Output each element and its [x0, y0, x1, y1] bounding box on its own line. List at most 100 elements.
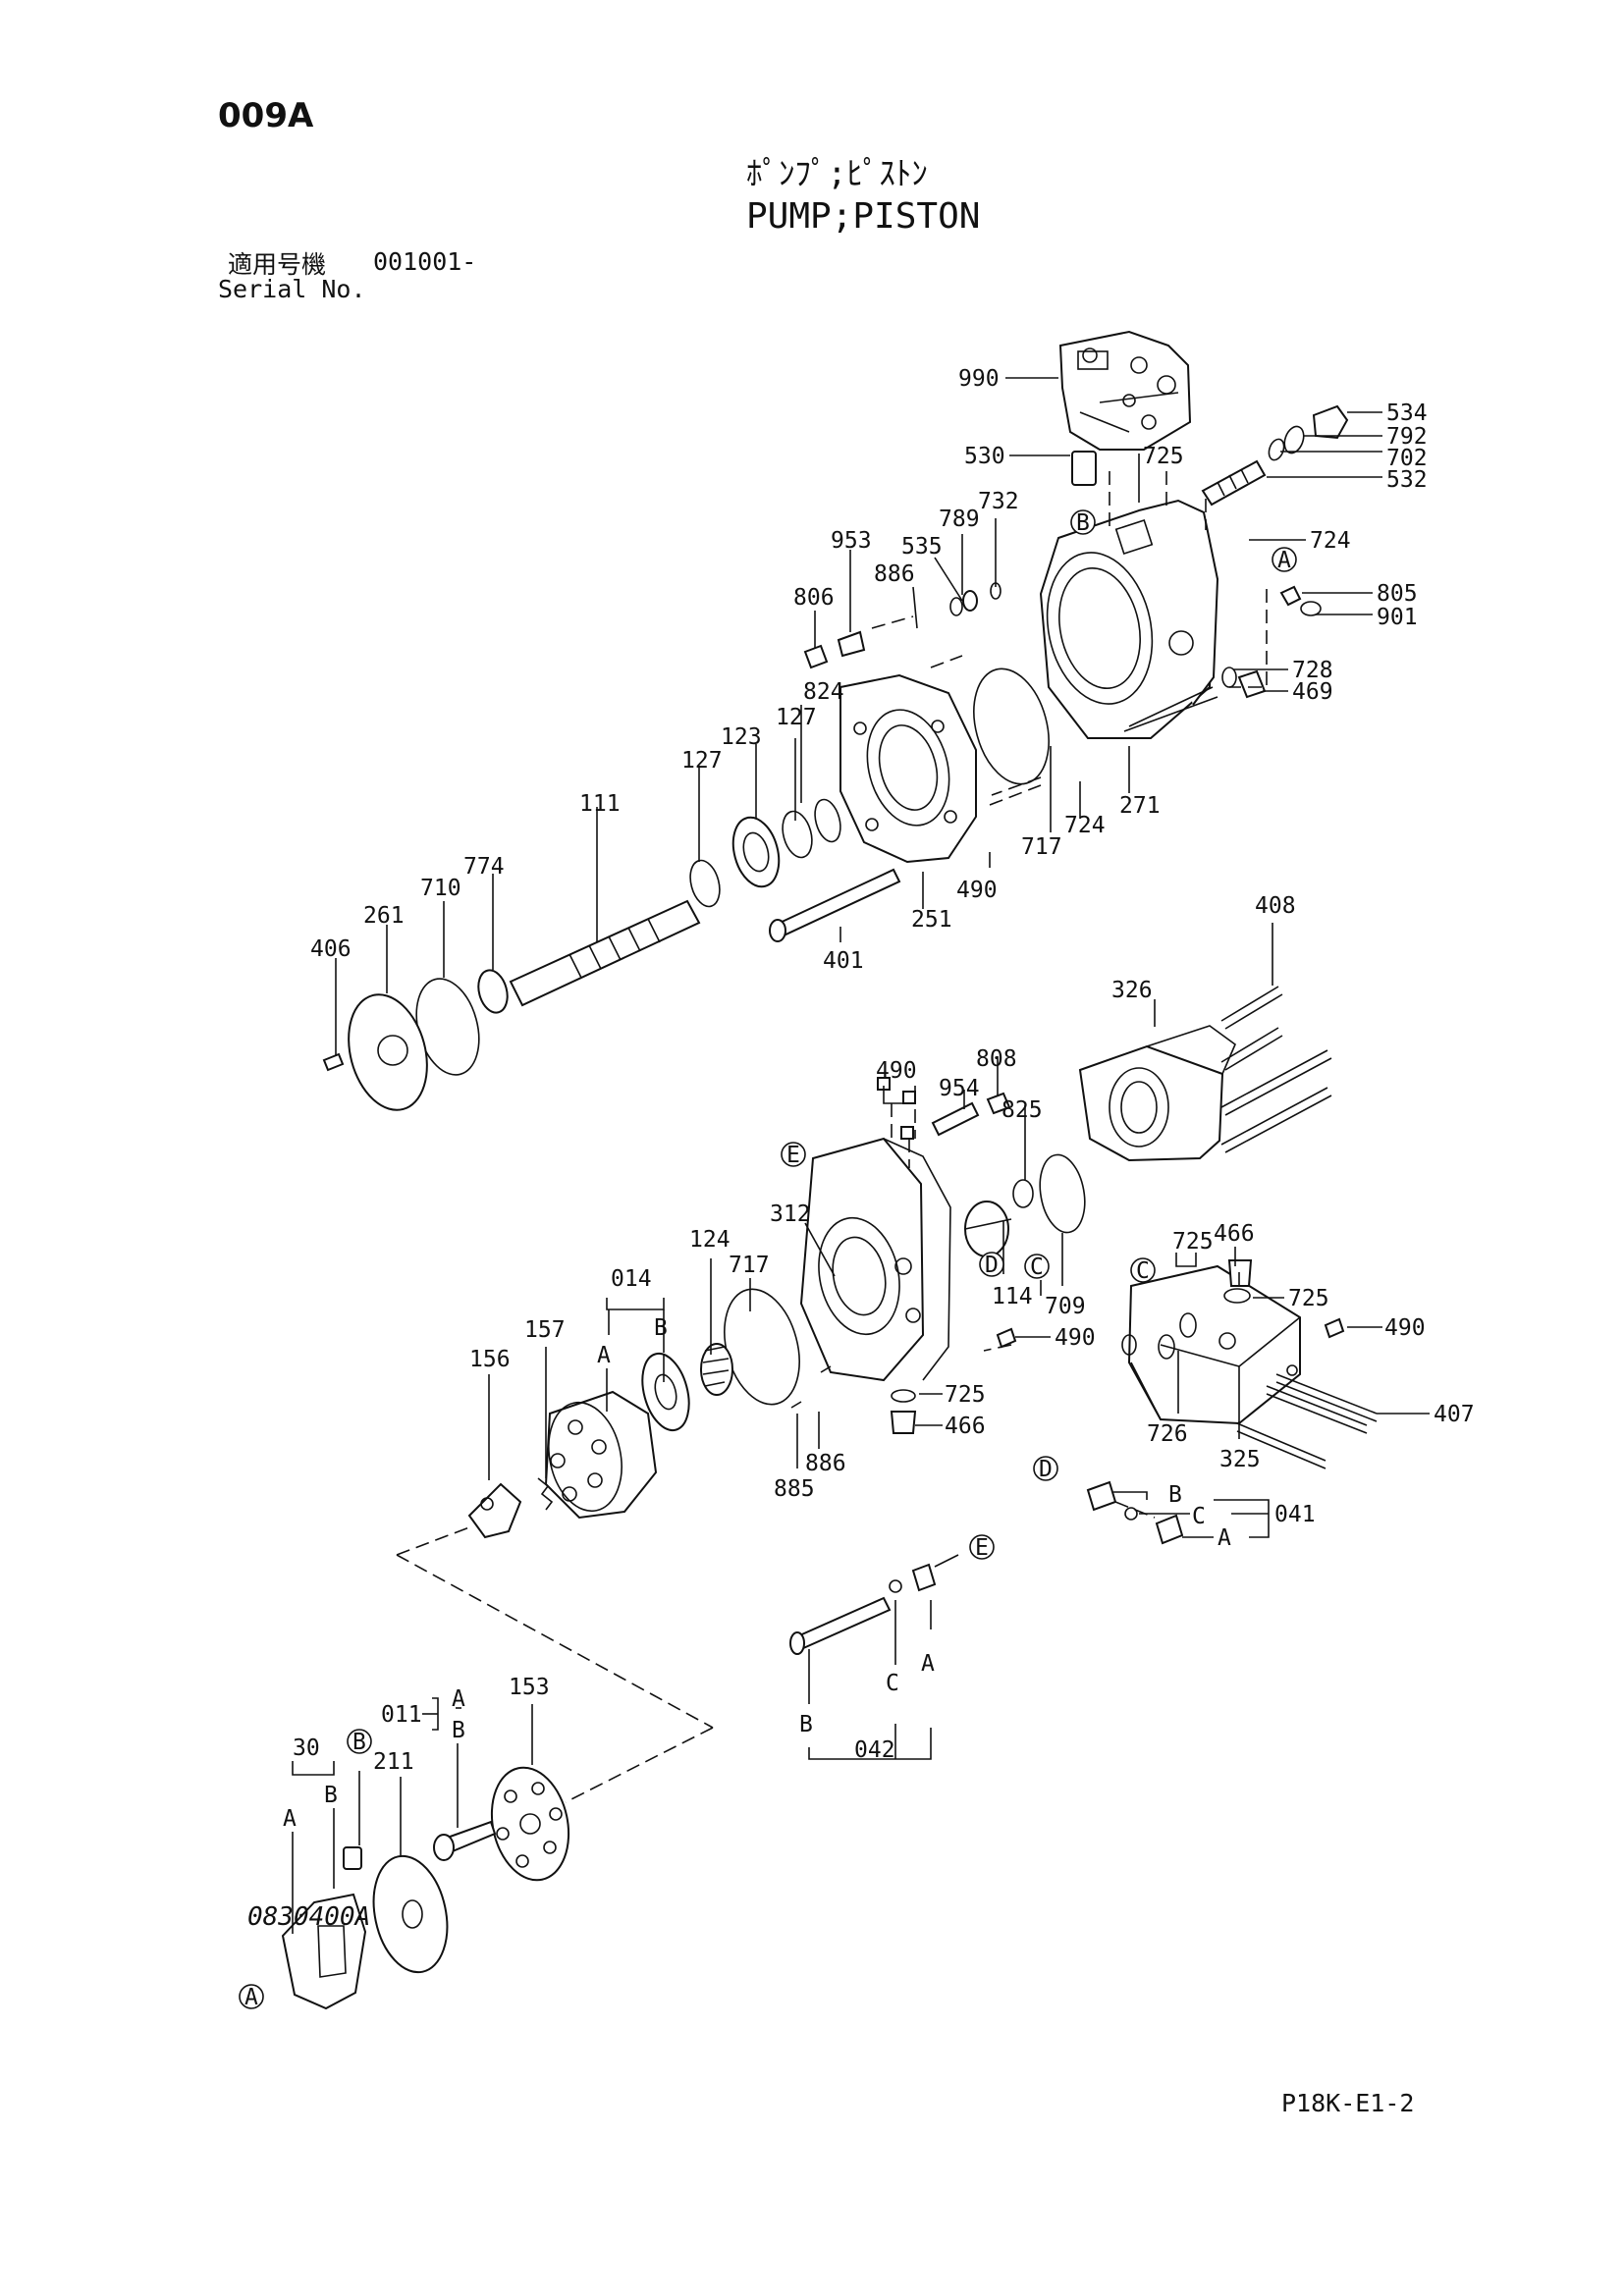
- reference-marker-a-upper: A: [1272, 547, 1297, 573]
- callout-211: 211: [373, 1749, 414, 1775]
- solenoid-530: [1071, 451, 1097, 486]
- kit-042-parts: [789, 1563, 937, 1655]
- sub-label-042-a: A: [921, 1651, 935, 1677]
- callout-490: 490: [876, 1058, 917, 1084]
- page-reference: P18K-E1-2: [1281, 2089, 1415, 2117]
- gear-casing-326: [1078, 1025, 1236, 1162]
- callout-953: 953: [831, 528, 872, 554]
- callout-990: 990: [958, 366, 1000, 392]
- page-title: PUMP;PISTON: [746, 196, 981, 237]
- callout-157: 157: [524, 1317, 566, 1343]
- cover-261: [348, 993, 428, 1111]
- spherical-bushing-156: [467, 1482, 522, 1539]
- callout-312: 312: [770, 1201, 811, 1227]
- svg-text:C: C: [1030, 1255, 1044, 1280]
- callout-724: 724: [1064, 813, 1106, 838]
- sub-label-042-c: C: [886, 1671, 899, 1696]
- callout-726: 726: [1147, 1421, 1188, 1447]
- callout-153: 153: [509, 1675, 550, 1700]
- callout-530: 530: [964, 444, 1005, 469]
- callout-825: 825: [1001, 1097, 1043, 1123]
- callout-042: 042: [854, 1737, 895, 1763]
- swash-plate-30: [281, 1846, 367, 2010]
- callout-885: 885: [774, 1476, 815, 1502]
- callout-805: 805: [1377, 581, 1418, 607]
- reference-marker-e-lower: E: [969, 1534, 995, 1561]
- sub-label-041-a: A: [1218, 1525, 1231, 1551]
- sub-label-014-b: B: [654, 1315, 668, 1341]
- callout-490: 490: [1384, 1315, 1426, 1341]
- oring-725-plug-466-middle: [890, 1389, 917, 1434]
- shoe-plate-211: [372, 1854, 449, 1974]
- callout-123: 123: [721, 724, 762, 750]
- callout-251: 251: [911, 907, 952, 933]
- callout-490: 490: [956, 878, 998, 903]
- retainer-plate-153: [490, 1766, 570, 1882]
- spool-532: [1201, 459, 1267, 507]
- callout-886: 886: [805, 1451, 846, 1476]
- callout-127: 127: [776, 705, 817, 730]
- page-title-japanese: ﾎﾟﾝﾌﾟ;ﾋﾟｽﾄﾝ: [746, 154, 928, 192]
- oil-seal-774: [477, 969, 509, 1014]
- needle-bearing-124: [700, 1343, 733, 1396]
- callout-401: 401: [823, 948, 864, 974]
- callout-041: 041: [1274, 1502, 1316, 1527]
- valve-plate-014b: [641, 1352, 690, 1432]
- callout-954: 954: [939, 1076, 980, 1101]
- callout-702: 702: [1386, 446, 1428, 471]
- callout-532: 532: [1386, 467, 1428, 493]
- plug-466-top: [1227, 1259, 1253, 1287]
- oring-792: [1283, 425, 1305, 454]
- sub-label-041-c: C: [1192, 1504, 1206, 1529]
- piston-011: [433, 1820, 497, 1861]
- callout-466: 466: [1214, 1221, 1255, 1247]
- svg-text:B: B: [352, 1730, 366, 1755]
- oring-717-upper: [973, 667, 1050, 785]
- bolt-401: [769, 868, 901, 942]
- callout-406: 406: [310, 936, 352, 962]
- ring-702: [1268, 438, 1285, 461]
- valve-plate-housing-312: [799, 1137, 951, 1382]
- part-callouts: 990 534 792 702 532 530 725 724 732 789 …: [293, 366, 1475, 1775]
- plug-490-side: [996, 1327, 1017, 1349]
- callout-806: 806: [793, 585, 835, 611]
- leader-lines: [292, 377, 1430, 1934]
- plug-901: [1300, 601, 1322, 616]
- oring-825: [1012, 1179, 1034, 1208]
- pump-casing-271: [1039, 499, 1219, 739]
- serial-number-value: 001001-: [373, 247, 477, 276]
- sub-label-014-a: A: [597, 1343, 611, 1368]
- callout-709: 709: [1045, 1294, 1086, 1319]
- sub-label-011-a: A: [452, 1686, 465, 1712]
- callout-156: 156: [469, 1347, 511, 1372]
- callout-111: 111: [579, 791, 621, 817]
- bolts-407: [1236, 1373, 1378, 1469]
- reference-marker-c-middle: C: [1024, 1254, 1050, 1280]
- svg-text:E: E: [975, 1535, 989, 1561]
- block-325: [1127, 1264, 1301, 1425]
- callout-732: 732: [978, 489, 1019, 514]
- sub-label-30-a: A: [283, 1806, 297, 1832]
- sub-label-042-b: B: [799, 1712, 813, 1737]
- reference-marker-c-right: C: [1130, 1257, 1156, 1284]
- callout-011: 011: [381, 1702, 422, 1728]
- callout-717: 717: [1021, 834, 1062, 860]
- serial-label: Serial No.: [218, 275, 366, 303]
- callout-792: 792: [1386, 424, 1428, 450]
- gear-114: [964, 1201, 1012, 1257]
- sub-label-30-b: B: [324, 1783, 338, 1808]
- spring-157: [537, 1477, 554, 1511]
- callout-535: 535: [901, 534, 943, 560]
- plug-805: [1279, 585, 1302, 607]
- kit-041-parts: [1086, 1480, 1184, 1545]
- callout-30: 30: [293, 1735, 320, 1761]
- callout-725: 725: [1288, 1286, 1329, 1311]
- screw-953-nut-806: [803, 630, 866, 669]
- plug-490-right: [1324, 1317, 1345, 1339]
- callout-466: 466: [945, 1414, 986, 1439]
- callout-325: 325: [1219, 1447, 1261, 1472]
- bolts-408: [1220, 986, 1332, 1153]
- callout-710: 710: [420, 876, 461, 901]
- callout-124: 124: [689, 1227, 731, 1253]
